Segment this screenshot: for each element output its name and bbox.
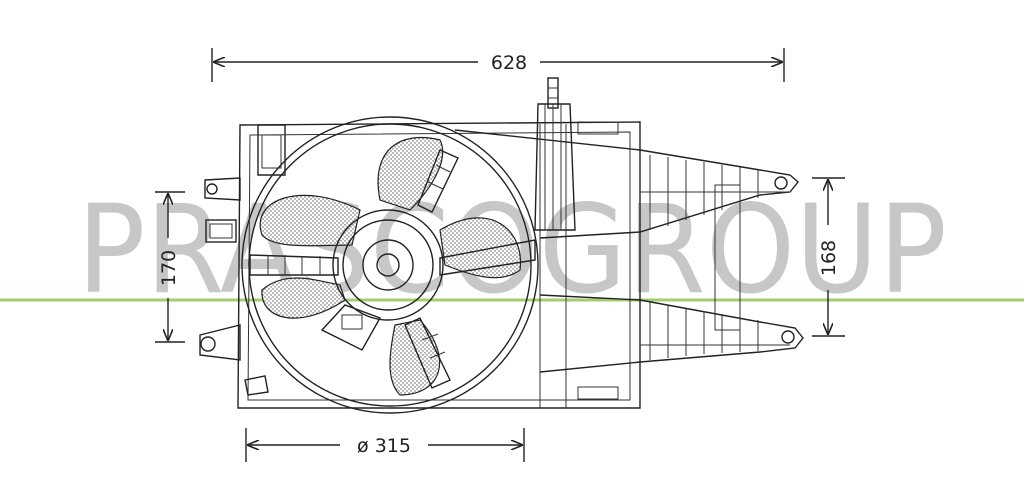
dimension-width: 628 xyxy=(211,48,785,82)
dimension-diameter-label: ø 315 xyxy=(357,435,411,457)
dimension-height-right: 168 xyxy=(812,177,845,337)
dimension-diameter: ø 315 xyxy=(245,428,525,462)
connector-stub xyxy=(534,77,619,400)
fan-ring xyxy=(241,116,539,414)
left-mounts xyxy=(199,124,286,396)
dimension-height-left: 170 xyxy=(155,191,185,343)
dimension-height-right-label: 168 xyxy=(818,240,840,276)
fan-shroud xyxy=(237,121,641,409)
motor-hub xyxy=(320,209,444,351)
motor-struts xyxy=(249,149,536,389)
mounting-bracket xyxy=(454,129,804,373)
dimension-height-left-label: 170 xyxy=(158,250,180,286)
fan-blades xyxy=(259,136,522,396)
dimension-width-label: 628 xyxy=(491,52,527,74)
